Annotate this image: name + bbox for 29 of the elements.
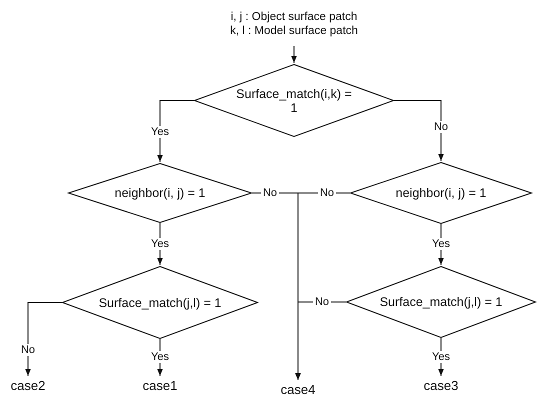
edge-label: No <box>18 344 38 356</box>
condition-text: Surface_match(j,l) = 1 <box>98 296 222 310</box>
arrow <box>291 46 297 64</box>
arrow <box>438 224 444 266</box>
arrow <box>157 100 194 162</box>
outcome-label: case3 <box>424 379 458 393</box>
edge-label: Yes <box>430 351 452 363</box>
condition-text: neighbor(i, j) = 1 <box>396 186 486 200</box>
arrow <box>394 100 444 162</box>
edge-label: No <box>432 121 450 133</box>
arrow <box>157 222 163 266</box>
edge-label: No <box>312 296 332 308</box>
edge-label: No <box>318 187 336 199</box>
condition-text: neighbor(i, j) = 1 <box>114 186 206 200</box>
arrow <box>295 302 346 380</box>
outcome-label: case2 <box>10 379 46 393</box>
condition-text: Surface_match(j,l) = 1 <box>380 295 502 309</box>
edge-label: No <box>260 187 280 199</box>
edge-label: Yes <box>149 126 171 138</box>
outcome-label: case4 <box>280 383 316 397</box>
edge-label: Yes <box>149 351 171 363</box>
legend-note: i, j : Object surface patch <box>230 10 358 24</box>
edge-label: Yes <box>149 238 171 250</box>
legend-note: k, l : Model surface patch <box>230 24 358 38</box>
outcome-label: case1 <box>142 379 178 393</box>
arrow <box>25 302 62 376</box>
condition-text: Surface_match(i,k) = 1 <box>235 86 353 114</box>
edge-label: Yes <box>430 238 452 250</box>
arrow <box>157 338 163 376</box>
